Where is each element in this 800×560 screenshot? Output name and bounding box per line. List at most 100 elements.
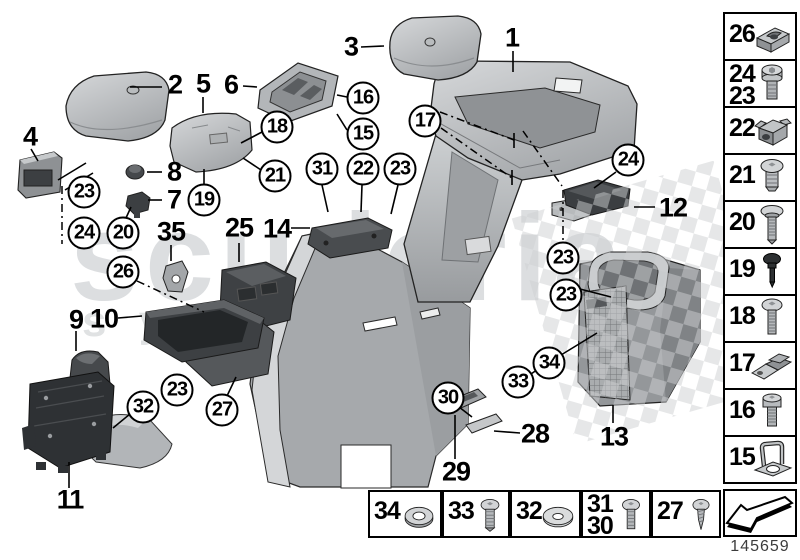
direction-arrow-icon [725, 495, 794, 533]
callout-circle-23a: 23 [67, 175, 101, 209]
legend-box-20: 20 [723, 200, 797, 249]
direction-arrow-box [723, 489, 797, 537]
legend-number: 16 [729, 396, 756, 424]
legend-box-19: 19 [723, 247, 797, 296]
callout-11: 11 [56, 484, 85, 515]
callout-circle-23b: 23 [383, 152, 417, 186]
callout-circle-23c: 23 [546, 241, 580, 275]
screw-icon [622, 499, 640, 530]
washer-icon [404, 506, 434, 528]
callout-circle-19: 19 [187, 183, 221, 217]
part-8-grommet [125, 164, 145, 180]
callout-8: 8 [166, 156, 182, 187]
cage-nut-icon [754, 118, 792, 146]
diagram-number: 145659 [730, 538, 790, 555]
legend-number: 24 [729, 60, 756, 88]
legend-number: 15 [729, 443, 756, 471]
bail-clip-icon [753, 440, 793, 477]
callout-2: 2 [167, 69, 183, 100]
callout-28: 28 [520, 418, 550, 449]
long-screw-icon [760, 205, 784, 245]
long-screw-icon [761, 298, 783, 335]
callout-circle-34: 34 [532, 346, 566, 380]
callout-6: 6 [223, 69, 239, 100]
washer-icon [542, 506, 574, 528]
legend-box-17: 17 [723, 341, 797, 390]
callout-circle-24b: 24 [611, 143, 645, 177]
part-11-carrier-bracket [22, 371, 115, 473]
callout-circle-24a: 24 [67, 216, 101, 250]
callout-7: 7 [166, 184, 182, 215]
part-10-tray [143, 299, 265, 363]
callout-1: 1 [504, 22, 520, 53]
legend-box-18: 18 [723, 294, 797, 343]
strip-number: 33 [448, 497, 475, 525]
part-7-clip [125, 191, 151, 218]
legend-box-24-23: 24 23 [723, 59, 797, 110]
part-5-trim-panel [169, 112, 253, 173]
callout-14: 14 [262, 213, 292, 244]
legend-number: 20 [729, 208, 756, 236]
legend-number: 22 [729, 114, 756, 142]
legend-number: 23 [729, 82, 756, 110]
callout-circle-16: 16 [346, 81, 380, 115]
callout-25: 25 [224, 212, 254, 243]
legend-box-22: 22 [723, 106, 797, 155]
legend-box-15: 15 [723, 435, 797, 484]
legend-number: 21 [729, 161, 756, 189]
callout-circle-32: 32 [126, 390, 160, 424]
callout-13: 13 [599, 421, 629, 452]
tapping-screw-icon [692, 499, 710, 530]
callout-circle-15: 15 [346, 117, 380, 151]
part-35-retainer [162, 260, 189, 293]
torx-bolt-icon [761, 64, 783, 100]
callout-circle-22: 22 [346, 152, 380, 186]
callout-circle-20: 20 [106, 216, 140, 250]
expanding-rivet-icon [763, 253, 781, 289]
legend-box-16: 16 [723, 388, 797, 437]
callout-circle-31: 31 [305, 152, 339, 186]
strip-box-27: 27 [651, 490, 721, 538]
leader-lines-dashdot [61, 111, 564, 313]
part-6-cupholder-frame [257, 62, 339, 123]
pan-head-screw-icon [760, 159, 784, 192]
legend-number: 17 [729, 349, 756, 377]
callout-5: 5 [195, 68, 211, 99]
bracket-plate-icon [750, 353, 793, 380]
part-3-rear-lid [389, 15, 482, 81]
part-4-control-unit [17, 151, 63, 199]
callout-35: 35 [156, 216, 186, 247]
legend-number: 26 [729, 20, 756, 48]
strip-number: 30 [587, 512, 614, 540]
callout-circle-17: 17 [408, 104, 442, 138]
callout-3: 3 [343, 31, 359, 62]
part-1-console-carrier [403, 60, 638, 303]
checkered-watermark [511, 160, 779, 445]
part-2-armrest-lid [65, 71, 170, 142]
callout-10: 10 [89, 303, 119, 334]
legend-number: 19 [729, 255, 756, 283]
callout-9: 9 [68, 304, 84, 335]
screw-icon [480, 499, 500, 532]
callout-circle-27: 27 [205, 393, 239, 427]
part-28-trim-strip [465, 413, 503, 434]
callout-circle-26: 26 [106, 255, 140, 289]
strip-box-31-30: 31 30 [581, 490, 651, 540]
legend-box-21: 21 [723, 153, 797, 202]
strip-number: 31 [587, 490, 614, 518]
callout-circle-21: 21 [258, 159, 292, 193]
strip-box-33: 33 [442, 490, 510, 538]
callout-4: 4 [22, 121, 38, 152]
callout-circle-30: 30 [431, 381, 465, 415]
legend-box-26: 26 [723, 12, 797, 61]
strip-number: 34 [374, 497, 401, 525]
part-14-mount-bracket [307, 217, 393, 259]
callout-12: 12 [658, 192, 688, 223]
speed-nut-icon [755, 27, 791, 53]
strip-box-32: 32 [510, 490, 581, 538]
callout-circle-23e: 23 [160, 373, 194, 407]
strip-number: 27 [657, 497, 684, 525]
strip-box-34: 34 [368, 490, 442, 538]
cheese-head-screw-icon [762, 393, 782, 427]
